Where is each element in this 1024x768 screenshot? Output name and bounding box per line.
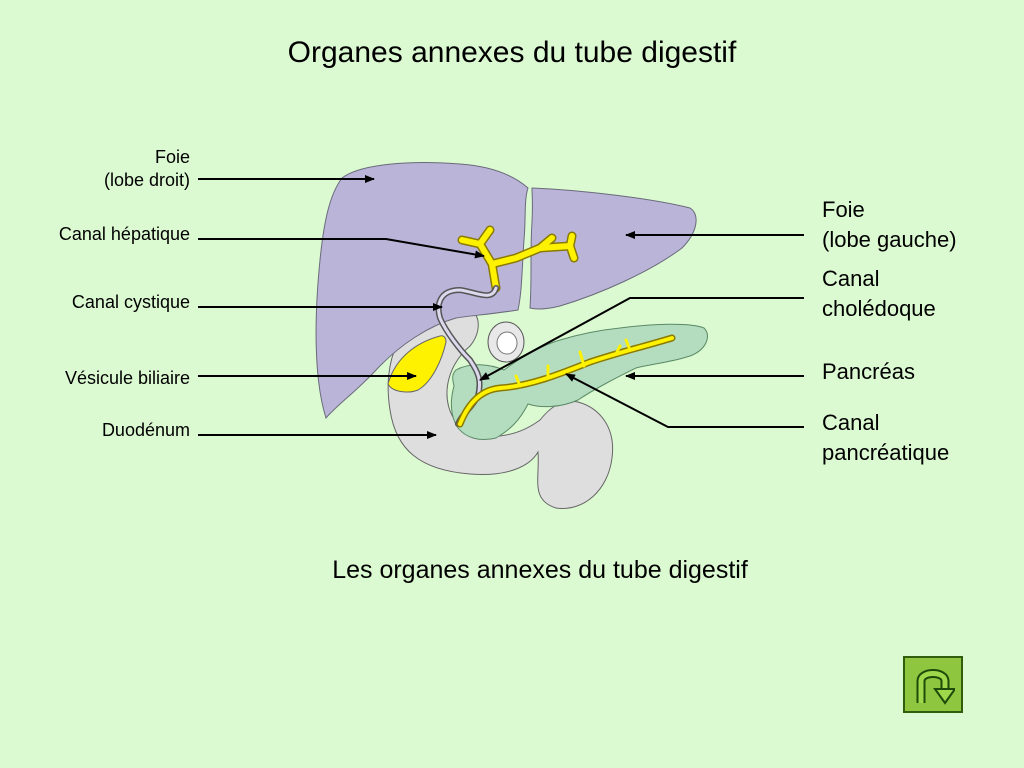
label-line: cholédoque (822, 296, 936, 321)
label-line: (lobe gauche) (822, 227, 957, 252)
vessel-lumen (496, 331, 518, 355)
label-canal-pancreatique: Canal pancréatique (822, 408, 949, 468)
label-foie-lobe-gauche: Foie (lobe gauche) (822, 195, 957, 255)
label-line: (lobe droit) (103, 170, 190, 190)
label-pancreas: Pancréas (822, 359, 915, 384)
back-button[interactable] (903, 656, 963, 713)
label-foie-lobe-droit: Foie (lobe droit) (40, 146, 190, 192)
duodenum-shape (387, 307, 614, 509)
label-line: Foie (822, 197, 865, 222)
label-canal-cystique: Canal cystique (71, 292, 190, 312)
figure-caption: Les organes annexes du tube digestif (332, 556, 748, 584)
label-line: pancréatique (822, 440, 950, 465)
gallbladder-shape (387, 335, 447, 393)
label-line: Canal (822, 410, 880, 435)
label-duodenum: Duodénum (101, 420, 190, 440)
label-line: Foie (154, 147, 190, 167)
label-line: Canal (822, 266, 880, 291)
bile-ducts (435, 225, 676, 428)
page-title: Organes annexes du tube digestif (287, 36, 737, 69)
liver-right-lobe (315, 162, 529, 420)
label-canal-choledoque: Canal cholédoque (822, 264, 936, 324)
label-canal-hepatique: Canal hépatique (58, 224, 190, 244)
liver-left-lobe (529, 187, 697, 310)
label-vesicule-biliaire: Vésicule biliaire (64, 368, 190, 388)
u-turn-arrow-icon (916, 668, 955, 705)
leader-lines (198, 175, 804, 439)
